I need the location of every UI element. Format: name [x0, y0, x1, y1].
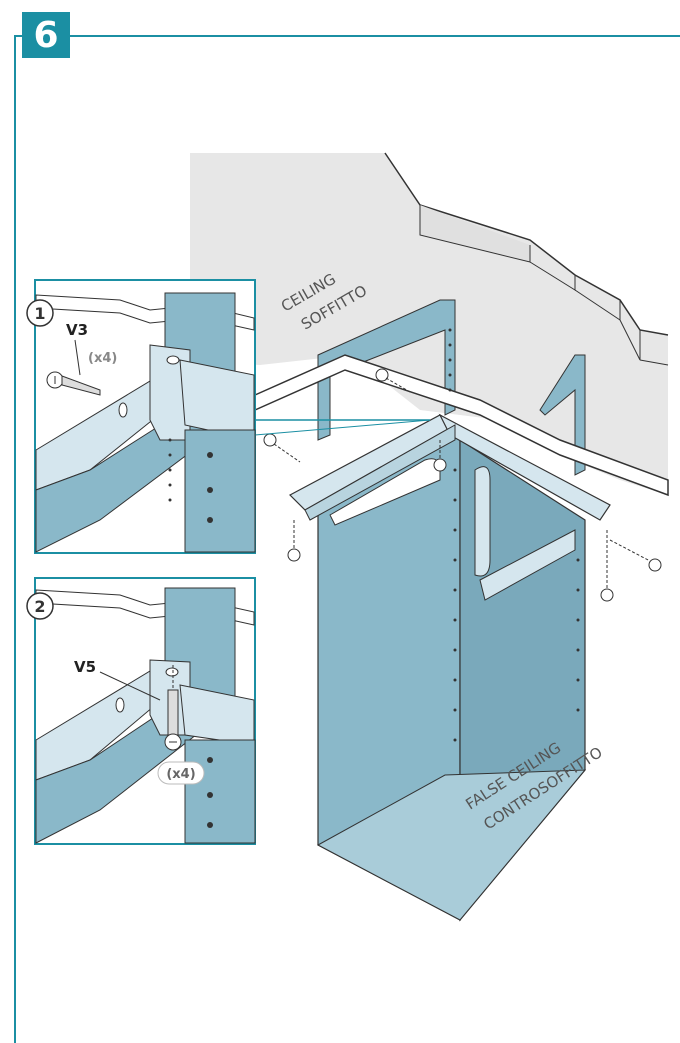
v3-leader — [74, 339, 81, 376]
detail-1-qty: (x4) — [88, 351, 117, 366]
box-window-right-2 — [479, 529, 576, 601]
top-bracket-lower — [304, 424, 456, 521]
box-window-right — [474, 466, 491, 577]
screw-v3-icon — [46, 371, 101, 396]
box-inner-back — [316, 769, 587, 921]
step-badge: 6 — [22, 12, 70, 58]
detail-2-qty: (x4) — [166, 767, 195, 782]
back-frame-left — [317, 299, 456, 441]
detail-panel-2: 2 V5 (x4) — [26, 577, 256, 845]
detail-2-number: 2 — [34, 597, 45, 616]
detail-2-part: V5 — [74, 658, 96, 676]
detail-1-part: V3 — [66, 321, 88, 339]
back-frame-right — [539, 354, 586, 476]
detail-panel-1: 1 V3 (x4) — [26, 279, 256, 554]
detail-1-badge — [26, 299, 54, 327]
screw-icon — [263, 368, 662, 602]
frame-left-rule — [14, 35, 16, 1043]
ceiling-edge-face — [419, 205, 531, 263]
hole-strip — [448, 328, 580, 742]
screw-v5-icon — [164, 665, 182, 751]
frame-top-rule — [14, 35, 680, 37]
detail-1-number: 1 — [34, 304, 45, 323]
detail-connector-2 — [254, 419, 431, 436]
false-ceiling-surface — [254, 354, 669, 497]
ceiling-edge-face-5 — [639, 359, 669, 366]
detail-2-qty-pill — [157, 761, 205, 785]
detail-2-badge — [26, 592, 54, 620]
v5-leader — [99, 671, 161, 701]
top-bracket-right — [438, 413, 611, 521]
